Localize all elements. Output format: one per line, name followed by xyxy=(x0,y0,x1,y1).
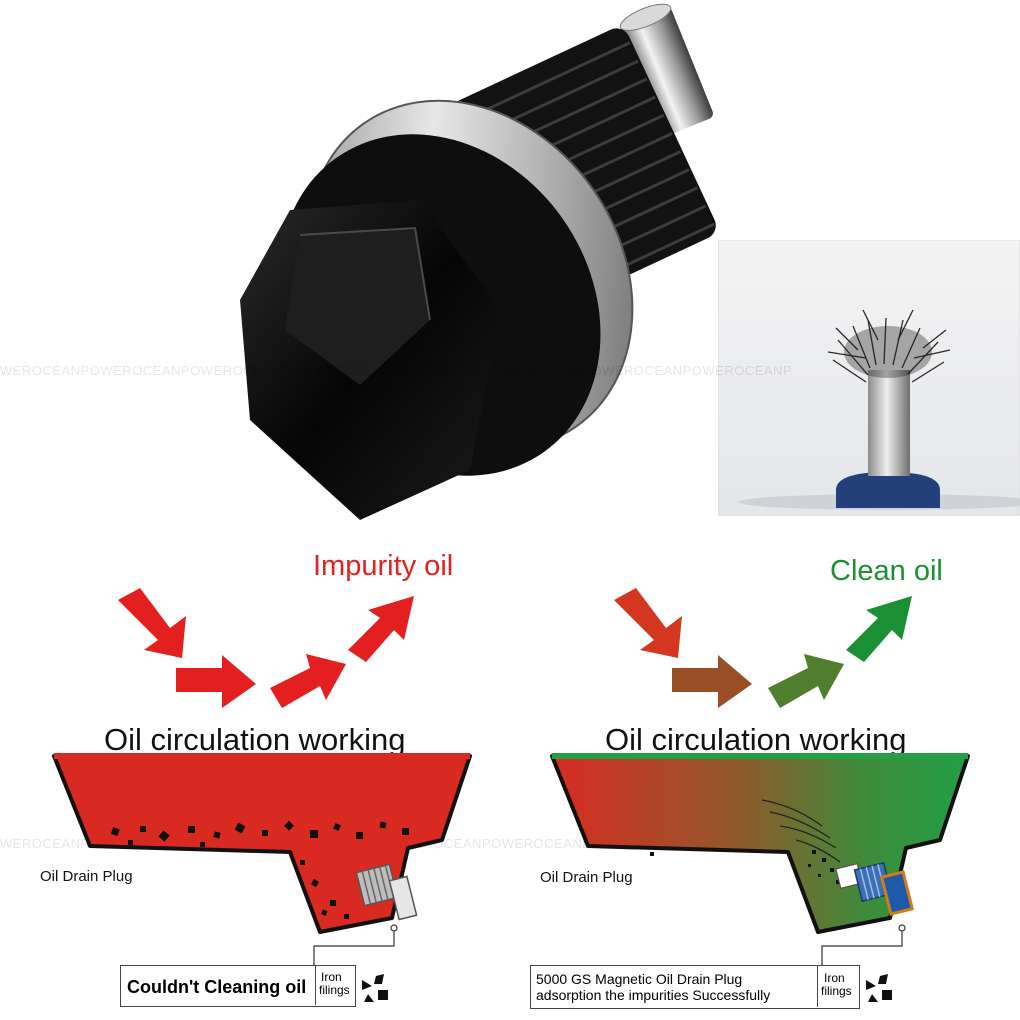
left-callout-text: Couldn't Cleaning oil xyxy=(127,977,307,997)
flow-arrow-icon xyxy=(118,588,186,658)
right-callout-box: 5000 GS Magnetic Oil Drain Plug adsorpti… xyxy=(530,965,860,1009)
flow-arrow-icon xyxy=(614,588,682,658)
drain-plug-product-photo xyxy=(240,3,716,520)
flow-arrow-icon xyxy=(846,596,912,662)
left-drain-plug-label: Oil Drain Plug xyxy=(40,868,133,885)
flow-arrows-right xyxy=(614,588,912,708)
flow-arrow-icon xyxy=(672,655,752,708)
magnetic-plug-icon xyxy=(835,861,915,916)
iron-filings-icon xyxy=(362,974,388,1002)
oil-pan-right xyxy=(550,753,970,934)
left-iron-label-2: filings xyxy=(319,983,350,997)
watermark-top: WEROCEANPOWEROCEANPOWEROCEANPOWEROCEANPO… xyxy=(0,363,793,378)
left-iron-label-box: Iron filings xyxy=(315,966,356,1005)
magnet-with-iron-filings-photo xyxy=(718,240,1020,516)
right-callout-line2: adsorption the impurities Successfully xyxy=(536,987,771,1003)
left-callout-connector xyxy=(313,924,398,966)
clean-oil-label: Clean oil xyxy=(830,555,943,587)
flow-arrow-icon xyxy=(348,596,414,662)
right-iron-label-1: Iron xyxy=(824,971,845,985)
right-drain-plug-label: Oil Drain Plug xyxy=(540,869,633,886)
left-heading: Oil circulation working xyxy=(104,722,406,757)
iron-filings-icon xyxy=(866,974,892,1002)
flow-arrow-icon xyxy=(270,654,346,708)
flow-arrow-icon xyxy=(176,655,256,708)
impurity-oil-label: Impurity oil xyxy=(313,550,454,582)
left-iron-label-1: Iron xyxy=(321,970,342,984)
right-callout-connector xyxy=(821,924,906,966)
right-heading: Oil circulation working xyxy=(605,722,907,757)
left-callout-box: Couldn't Cleaning oil Iron filings xyxy=(120,965,356,1007)
right-callout-line1: 5000 GS Magnetic Oil Drain Plug xyxy=(536,971,743,987)
right-iron-label-2: filings xyxy=(821,984,852,998)
right-iron-label-box: Iron filings xyxy=(817,966,860,1007)
drain-plug-icon xyxy=(355,863,418,921)
flow-arrow-icon xyxy=(768,654,844,708)
oil-pan-left xyxy=(52,753,472,934)
flow-arrows-left xyxy=(118,588,414,708)
